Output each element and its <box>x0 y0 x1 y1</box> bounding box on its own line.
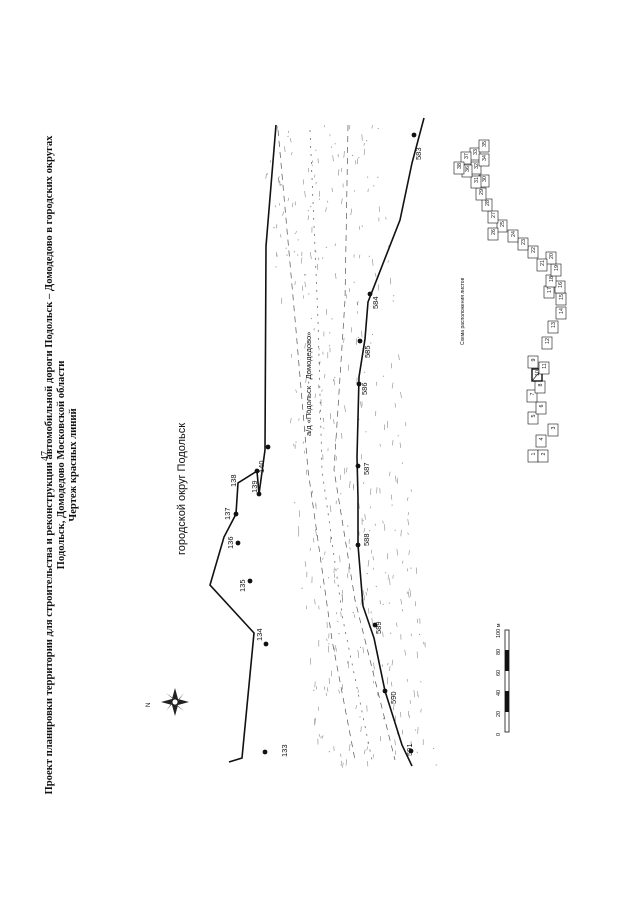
scale-bar <box>505 630 509 732</box>
scale-tick: 0 <box>496 733 502 736</box>
sheet-number: 11 <box>542 363 548 369</box>
compass-rose-icon <box>161 688 189 716</box>
sheet-number: 15 <box>559 294 565 300</box>
sheet-number: 25 <box>500 221 506 227</box>
vertex-dot <box>263 750 268 755</box>
page-number: 47 <box>40 451 51 461</box>
road-edges <box>278 125 395 760</box>
sheet-number: 38 <box>457 163 463 169</box>
point-label: 139 <box>250 480 259 493</box>
left-red-line <box>210 125 276 762</box>
sheet-number: 29 <box>479 189 485 195</box>
road-label: а/д «Подольск - Домодедово» <box>304 332 313 436</box>
vertex-dot <box>383 689 388 694</box>
sheet-number: 20 <box>549 253 555 259</box>
scale-tick: 80 <box>496 649 502 655</box>
point-label: 586 <box>360 382 369 395</box>
sheet-number: 36 <box>465 166 471 172</box>
sheet-number: 8 <box>538 383 544 386</box>
title-line-1: Проект планировки территории для строите… <box>44 25 56 905</box>
sheet-number: 4 <box>539 437 545 440</box>
scale-tick: 60 <box>496 670 502 676</box>
sheet-number: 6 <box>539 404 545 407</box>
sheet-number: 3 <box>551 426 557 429</box>
point-label: 137 <box>223 507 232 520</box>
sheet-number: 27 <box>491 212 497 218</box>
road-edge-center <box>310 130 372 760</box>
sheet-number: 17 <box>547 287 553 293</box>
sheet-number: 18 <box>549 276 555 282</box>
sheet-number: 35 <box>482 141 488 147</box>
left-red-line-path <box>210 125 276 762</box>
point-label: 591 <box>405 743 414 756</box>
point-label: 583 <box>414 147 423 160</box>
sheet-number: 31 <box>474 177 480 183</box>
drawing-title: Проект планировки территории для строите… <box>44 25 80 905</box>
point-label: 140 <box>257 460 266 473</box>
point-label: 590 <box>389 691 398 704</box>
sheet-number: 28 <box>485 200 491 206</box>
north-arrow <box>161 688 189 716</box>
topographic-background <box>266 125 437 768</box>
sheet-number: 13 <box>551 322 557 328</box>
sheet-number: 14 <box>559 308 565 314</box>
vertex-dot <box>356 543 361 548</box>
sheet-number: 26 <box>491 229 497 235</box>
vertex-dot <box>236 541 241 546</box>
sheet-number: 22 <box>531 247 537 253</box>
point-label: 138 <box>229 474 238 487</box>
scale-tick: 40 <box>496 690 502 696</box>
road-edge-right <box>334 125 395 760</box>
vertex-dot <box>234 512 239 517</box>
sheet-number: 21 <box>540 260 546 266</box>
right-red-line <box>357 118 424 766</box>
point-label: 587 <box>362 462 371 475</box>
sheet-number: 12 <box>545 338 551 344</box>
point-label: 135 <box>238 579 247 592</box>
scale-tick: 100 м <box>496 624 502 639</box>
sheet-scheme-caption: Схема расположения листов <box>460 278 466 345</box>
right-red-line-path <box>357 118 424 766</box>
point-label: 136 <box>226 536 235 549</box>
north-letter: N <box>146 703 152 707</box>
title-line-2: Подольск, Домодедово Московской области <box>56 25 68 905</box>
point-label: 585 <box>363 345 372 358</box>
vertex-dot <box>356 464 361 469</box>
vertex-dot <box>248 579 253 584</box>
point-label: 133 <box>280 744 289 757</box>
vertex-dot <box>412 133 417 138</box>
sheet-number: 9 <box>531 358 537 361</box>
vertex-dot <box>358 339 363 344</box>
sheet-number: 16 <box>558 282 564 288</box>
sheet-number: 19 <box>554 265 560 271</box>
boundary-vertices <box>234 133 417 755</box>
point-label: 589 <box>374 621 383 634</box>
point-label: 134 <box>255 628 264 641</box>
sheet-number: 23 <box>521 239 527 245</box>
sheet-number: 37 <box>464 153 470 159</box>
point-label: 584 <box>371 296 380 309</box>
sheet-number: 2 <box>541 452 547 455</box>
sheet-number: 34 <box>482 155 488 161</box>
sheet-number: 33 <box>473 149 479 155</box>
vertex-dot <box>264 642 269 647</box>
scale-tick: 20 <box>496 711 502 717</box>
sheet-number: 24 <box>511 231 517 237</box>
title-line-3: Чертеж красных линий <box>68 25 80 905</box>
sheet-number: 30 <box>482 176 488 182</box>
point-label: 588 <box>362 533 371 546</box>
road-edge-left <box>278 130 355 760</box>
sheet-number: 5 <box>531 414 537 417</box>
sheet-number: 1 <box>531 452 537 455</box>
district-label: городской округ Подольск <box>176 423 188 555</box>
vertex-dot <box>266 445 271 450</box>
